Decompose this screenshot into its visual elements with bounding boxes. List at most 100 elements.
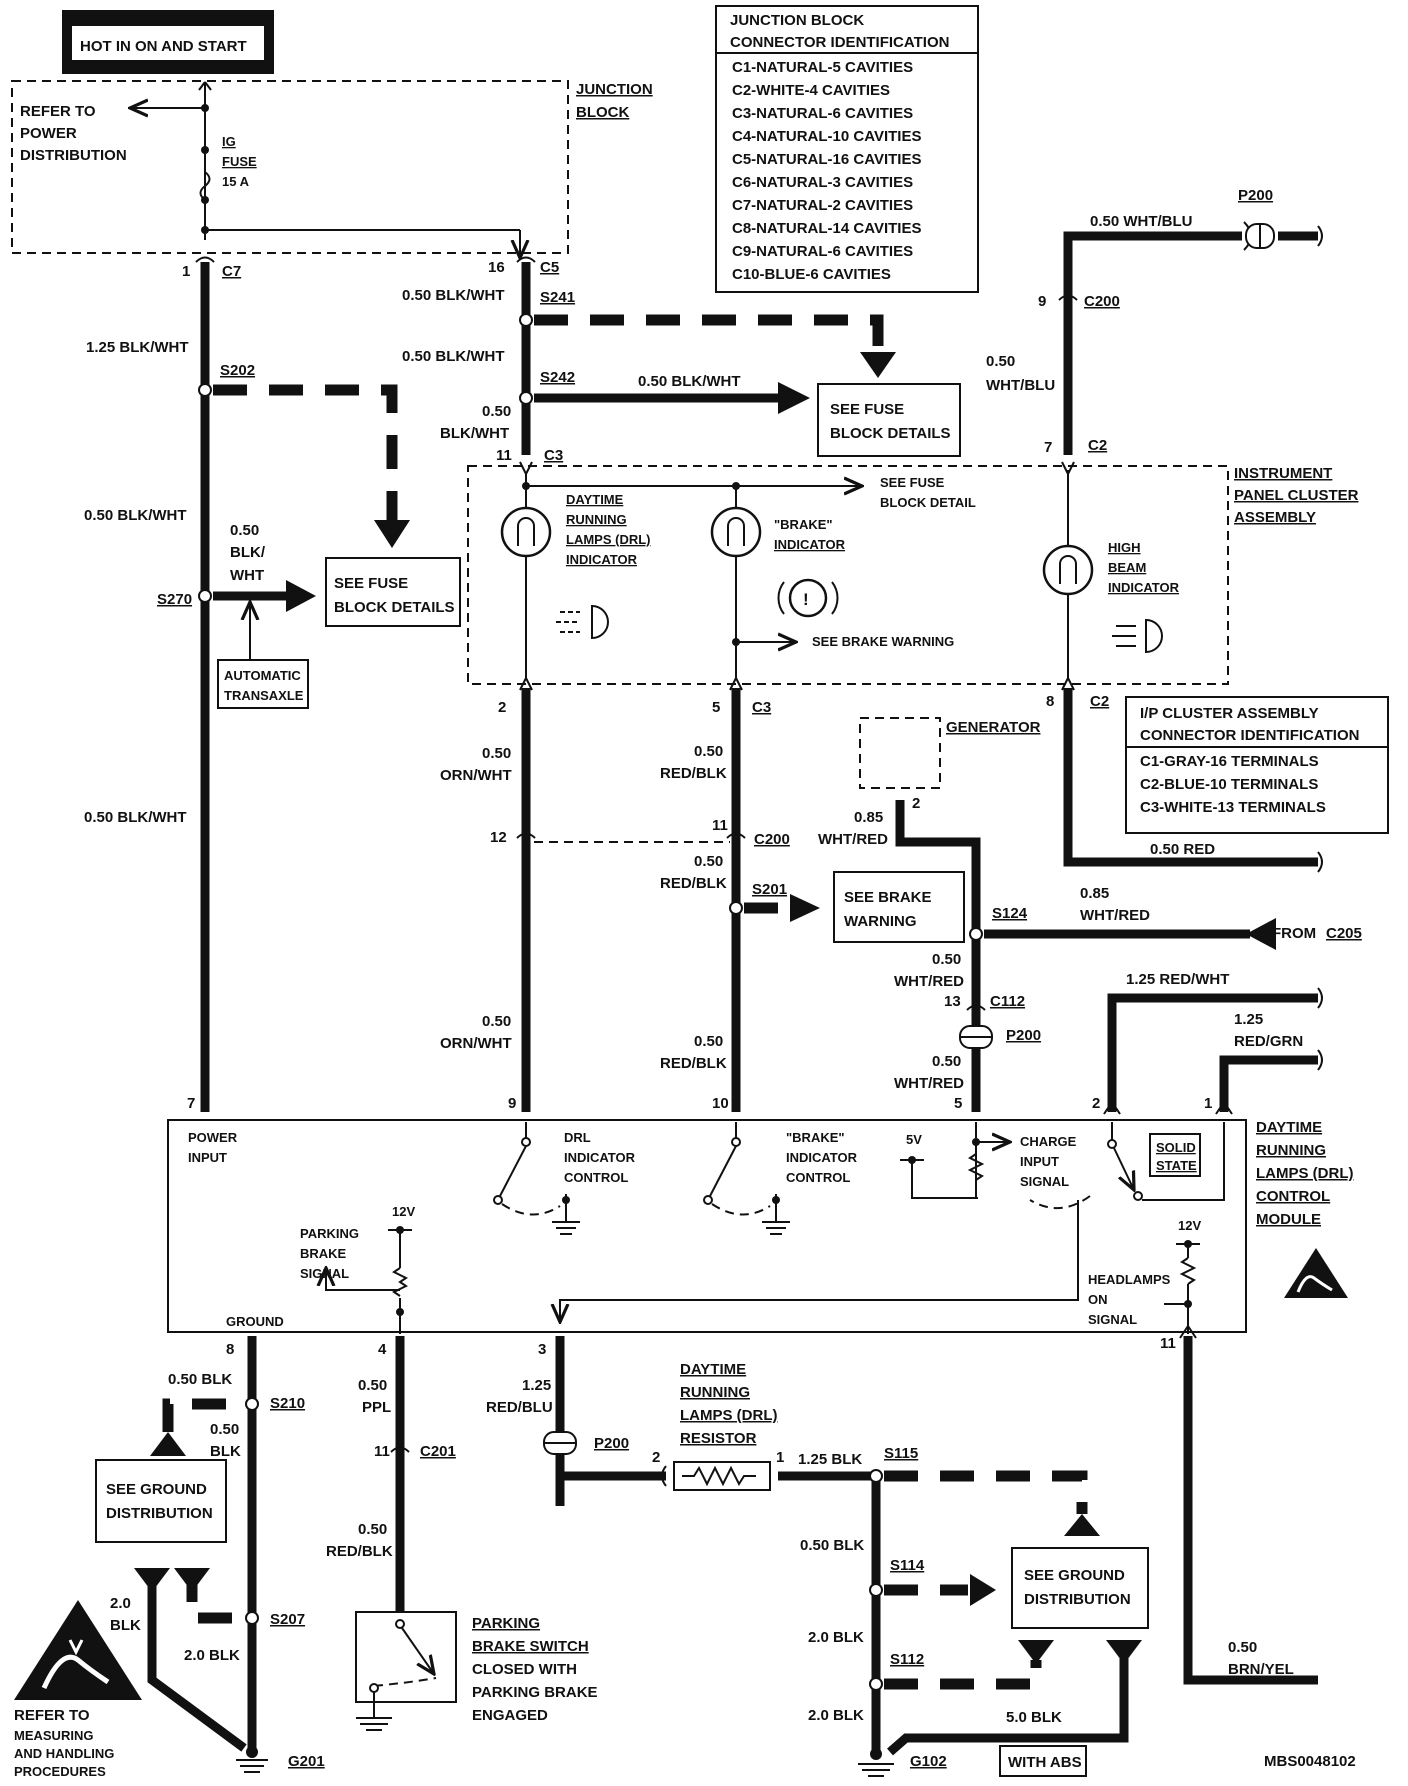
svg-text:RED/BLU: RED/BLU bbox=[486, 1399, 553, 1416]
svg-text:DISTRIBUTION: DISTRIBUTION bbox=[20, 147, 127, 164]
svg-text:DISTRIBUTION: DISTRIBUTION bbox=[1024, 1591, 1131, 1608]
svg-text:2: 2 bbox=[498, 699, 506, 716]
svg-text:IG: IG bbox=[222, 134, 236, 149]
svg-text:2: 2 bbox=[1092, 1095, 1100, 1112]
svg-text:INDICATOR: INDICATOR bbox=[566, 552, 638, 567]
junction-block: JUNCTION BLOCK REFER TO POWER DISTRIBUTI… bbox=[11, 80, 653, 258]
wire-brake-red-blk: 5 C3 0.50 RED/BLK 11 C200 0.50 RED/BLK S… bbox=[660, 675, 820, 1112]
svg-text:C8-NATURAL-14 CAVITIES: C8-NATURAL-14 CAVITIES bbox=[732, 220, 921, 237]
svg-text:4: 4 bbox=[378, 1341, 387, 1358]
svg-text:!: ! bbox=[803, 590, 809, 609]
svg-text:11: 11 bbox=[712, 817, 728, 834]
wire-high-beam: P200 0.50 WHT/BLU 9 C200 0.50 WHT/BLU 7 … bbox=[986, 187, 1323, 873]
svg-text:5V: 5V bbox=[906, 1132, 922, 1147]
svg-text:DRL: DRL bbox=[564, 1130, 591, 1145]
svg-text:11: 11 bbox=[1160, 1335, 1176, 1352]
svg-text:RESISTOR: RESISTOR bbox=[680, 1430, 757, 1447]
svg-text:2.0 BLK: 2.0 BLK bbox=[808, 1707, 864, 1724]
wire-charge-signal: 0.85 WHT/RED S124 FROM C205 0.85 WHT/RED… bbox=[818, 800, 1362, 1112]
hot-in-on-and-start-label: HOT IN ON AND START bbox=[62, 10, 274, 74]
svg-text:POWER: POWER bbox=[188, 1130, 238, 1145]
svg-text:1.25 RED/WHT: 1.25 RED/WHT bbox=[1126, 971, 1229, 988]
svg-text:PPL: PPL bbox=[362, 1399, 391, 1416]
wire-parking-brake: 4 0.50 PPL 11 C201 0.50 RED/BLK bbox=[326, 1336, 456, 1612]
svg-text:C2: C2 bbox=[1090, 693, 1109, 710]
svg-text:S115: S115 bbox=[884, 1445, 918, 1462]
svg-text:PARKING: PARKING bbox=[300, 1226, 359, 1241]
svg-text:12: 12 bbox=[490, 829, 507, 846]
svg-text:C5: C5 bbox=[540, 259, 559, 276]
automatic-transaxle-box: AUTOMATIC TRANSAXLE bbox=[217, 659, 309, 709]
svg-text:C200: C200 bbox=[1084, 293, 1120, 310]
svg-text:0.50 BLK/WHT: 0.50 BLK/WHT bbox=[84, 809, 187, 826]
svg-text:C3-NATURAL-6 CAVITIES: C3-NATURAL-6 CAVITIES bbox=[732, 105, 913, 122]
svg-text:5: 5 bbox=[954, 1095, 962, 1112]
svg-text:LAMPS (DRL): LAMPS (DRL) bbox=[566, 532, 651, 547]
svg-text:SEE GROUND: SEE GROUND bbox=[1024, 1567, 1125, 1584]
svg-text:0.50: 0.50 bbox=[482, 1013, 511, 1030]
svg-text:1.25: 1.25 bbox=[1234, 1011, 1263, 1028]
svg-text:1: 1 bbox=[776, 1449, 784, 1466]
svg-text:RED/BLK: RED/BLK bbox=[660, 765, 727, 782]
wire-drl-orn-wht: 2 0.50 ORN/WHT 12 0.50 ORN/WHT 9 bbox=[440, 675, 730, 1112]
svg-text:AND HANDLING: AND HANDLING bbox=[14, 1746, 114, 1761]
svg-text:"BRAKE": "BRAKE" bbox=[774, 517, 833, 532]
svg-text:1: 1 bbox=[1204, 1095, 1212, 1112]
svg-text:SIGNAL: SIGNAL bbox=[1020, 1174, 1069, 1189]
svg-text:CONTROL: CONTROL bbox=[786, 1170, 850, 1185]
svg-text:JUNCTION BLOCK: JUNCTION BLOCK bbox=[730, 12, 864, 29]
svg-text:WHT/RED: WHT/RED bbox=[818, 831, 888, 848]
svg-text:FUSE: FUSE bbox=[222, 154, 257, 169]
wire-power-input: 1 C7 1.25 BLK/WHT S202 0.50 BLK/WHT S270… bbox=[84, 256, 410, 1112]
drl-indicator-lamp-icon bbox=[500, 506, 552, 558]
svg-text:CLOSED WITH: CLOSED WITH bbox=[472, 1661, 577, 1678]
svg-text:S242: S242 bbox=[540, 369, 575, 386]
svg-text:S270: S270 bbox=[157, 591, 192, 608]
svg-text:0.50: 0.50 bbox=[358, 1377, 387, 1394]
svg-text:3: 3 bbox=[538, 1341, 546, 1358]
svg-text:I/P CLUSTER ASSEMBLY: I/P CLUSTER ASSEMBLY bbox=[1140, 705, 1319, 722]
svg-text:SEE BRAKE WARNING: SEE BRAKE WARNING bbox=[812, 634, 954, 649]
svg-text:INSTRUMENT: INSTRUMENT bbox=[1234, 465, 1332, 482]
svg-text:7: 7 bbox=[187, 1095, 195, 1112]
svg-text:9: 9 bbox=[1038, 293, 1046, 310]
svg-text:SIGNAL: SIGNAL bbox=[300, 1266, 349, 1281]
svg-text:CONNECTOR IDENTIFICATION: CONNECTOR IDENTIFICATION bbox=[730, 34, 949, 51]
svg-text:LAMPS (DRL): LAMPS (DRL) bbox=[1256, 1165, 1354, 1182]
svg-text:RUNNING: RUNNING bbox=[680, 1384, 750, 1401]
svg-text:RED/BLK: RED/BLK bbox=[660, 1055, 727, 1072]
svg-text:7: 7 bbox=[1044, 439, 1052, 456]
svg-text:0.50: 0.50 bbox=[482, 403, 511, 420]
svg-text:BLOCK: BLOCK bbox=[576, 104, 629, 121]
p200-connector-bottom-icon bbox=[543, 1431, 577, 1455]
high-beam-indicator-lamp-icon bbox=[1042, 544, 1094, 596]
ip-cluster-connector-table: I/P CLUSTER ASSEMBLY CONNECTOR IDENTIFIC… bbox=[1125, 696, 1389, 834]
svg-text:C3: C3 bbox=[752, 699, 771, 716]
svg-text:G102: G102 bbox=[910, 1753, 947, 1770]
svg-text:C201: C201 bbox=[420, 1443, 456, 1460]
svg-text:0.50: 0.50 bbox=[932, 951, 961, 968]
svg-text:13: 13 bbox=[944, 993, 961, 1010]
svg-text:SIGNAL: SIGNAL bbox=[1088, 1312, 1137, 1327]
svg-text:8: 8 bbox=[226, 1341, 234, 1358]
see-fuse-block-details-right: SEE FUSE BLOCK DETAILS bbox=[817, 383, 961, 457]
svg-text:0.85: 0.85 bbox=[1080, 885, 1109, 902]
svg-text:BLK: BLK bbox=[210, 1443, 241, 1460]
parking-brake-switch: PARKING BRAKE SWITCH CLOSED WITH PARKING… bbox=[355, 1611, 598, 1731]
svg-text:S207: S207 bbox=[270, 1611, 305, 1628]
svg-text:INDICATOR: INDICATOR bbox=[774, 537, 846, 552]
svg-text:0.50: 0.50 bbox=[210, 1421, 239, 1438]
svg-text:PARKING BRAKE: PARKING BRAKE bbox=[472, 1684, 598, 1701]
svg-text:CONNECTOR IDENTIFICATION: CONNECTOR IDENTIFICATION bbox=[1140, 727, 1359, 744]
svg-text:DAYTIME: DAYTIME bbox=[680, 1361, 746, 1378]
generator: GENERATOR 2 bbox=[859, 717, 1041, 812]
svg-text:SEE FUSE: SEE FUSE bbox=[830, 401, 904, 418]
junction-block-connector-table: JUNCTION BLOCK CONNECTOR IDENTIFICATION … bbox=[715, 5, 979, 293]
svg-text:C2: C2 bbox=[1088, 437, 1107, 454]
svg-text:P200: P200 bbox=[1238, 187, 1273, 204]
svg-text:C7: C7 bbox=[222, 263, 241, 280]
svg-text:ON: ON bbox=[1088, 1292, 1108, 1307]
svg-text:2: 2 bbox=[912, 795, 920, 812]
svg-text:12V: 12V bbox=[392, 1204, 415, 1219]
